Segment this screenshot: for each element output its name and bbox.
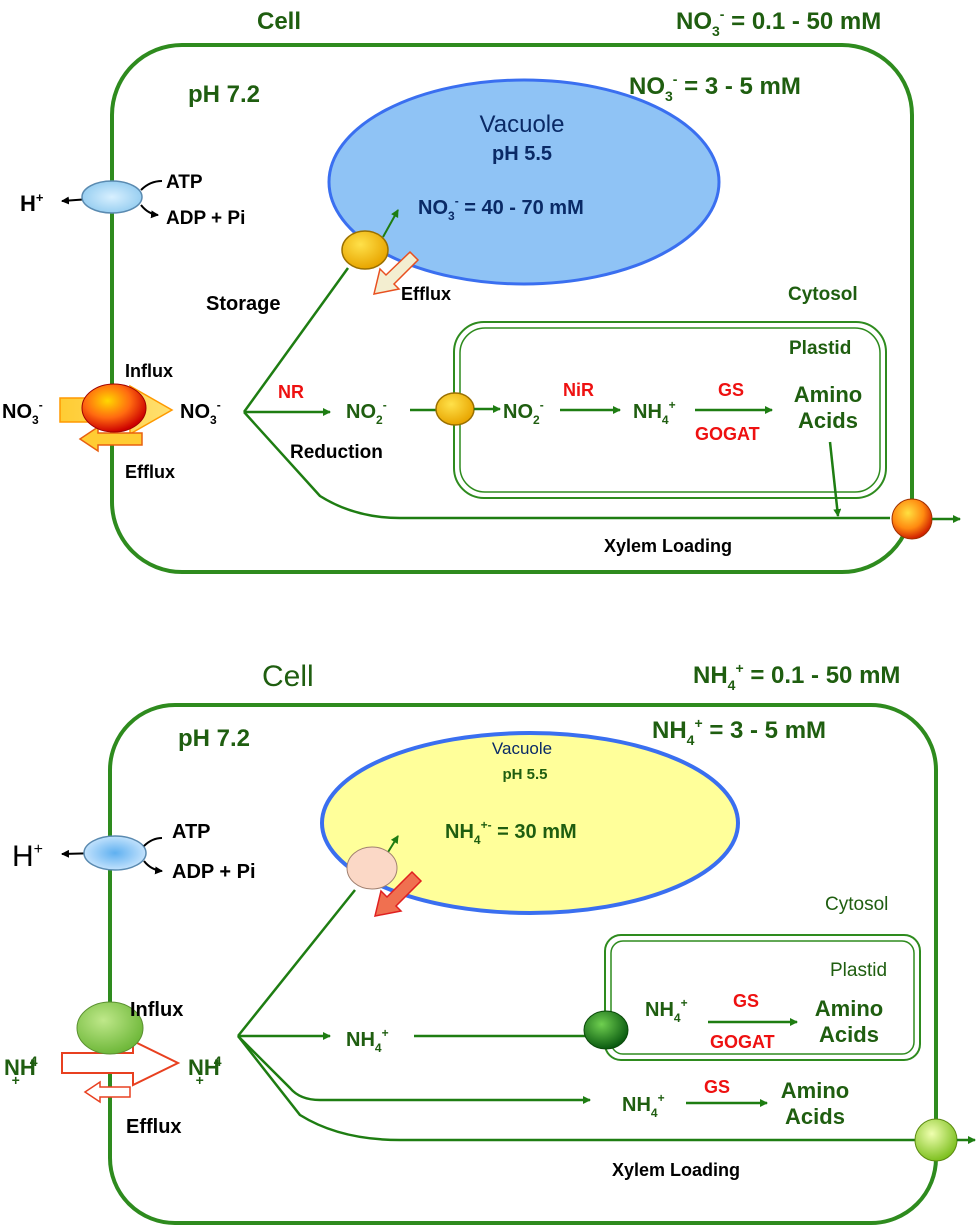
top-h-plus: H+ <box>20 190 44 216</box>
bottom-h-plus: H+ <box>12 840 43 873</box>
bottom-efflux-label: Efflux <box>126 1116 182 1138</box>
bottom-tonoplast-transporter <box>346 846 398 890</box>
top-gs-enzyme: GS <box>718 380 744 400</box>
top-vacuole-label: Vacuole <box>480 111 565 138</box>
bottom-ammonium-cytosol-assim: NH4+ <box>622 1091 665 1120</box>
bottom-cytosol-concentration: NH4+ = 3 - 5 mM <box>652 715 826 748</box>
bottom-gs-cytosol-enzyme: GS <box>704 1077 730 1097</box>
bottom-amino-acids-plastid-line2: Acids <box>819 1022 879 1047</box>
top-vacuole-efflux-label: Efflux <box>401 284 451 304</box>
bottom-gogat-plastid-enzyme: GOGAT <box>710 1032 775 1052</box>
top-storage-label: Storage <box>206 293 280 315</box>
top-gogat-enzyme: GOGAT <box>695 424 760 444</box>
bottom-outside-concentration: NH4+ = 0.1 - 50 mM <box>693 660 900 693</box>
bottom-adp-label: ADP + Pi <box>172 861 256 883</box>
top-nitrite-plastid: NO2- <box>503 398 544 427</box>
top-adp-label: ADP + Pi <box>166 208 245 229</box>
top-plastid-nitrite-transporter <box>435 392 475 426</box>
top-ph-label: pH 7.2 <box>188 81 260 108</box>
top-vacuole-concentration: NO3- = 40 - 70 mM <box>418 194 584 223</box>
bottom-vacuole-label: Vacuole <box>492 739 552 758</box>
top-plastid-label: Plastid <box>789 338 851 359</box>
top-cytosol-label: Cytosol <box>788 284 858 305</box>
top-nitrate-transporter <box>81 383 147 433</box>
top-xylem-transporter <box>891 498 933 540</box>
bottom-gs-plastid-enzyme: GS <box>733 991 759 1011</box>
top-panel: Cell NO3- = 0.1 - 50 mM pH 7.2 NO3- = 3 … <box>2 6 961 574</box>
bottom-influx-label: Influx <box>130 999 183 1021</box>
top-ammonium-plastid: NH4+ <box>633 398 676 427</box>
top-nr-enzyme: NR <box>278 382 304 402</box>
top-nitrate-outside: NO3- <box>2 398 43 427</box>
bottom-plastid-label: Plastid <box>830 960 887 981</box>
bottom-ammonium-outside: NH4+ <box>4 1053 38 1088</box>
top-nitrite-cytosol: NO2- <box>346 398 387 427</box>
top-nir-enzyme: NiR <box>563 380 594 400</box>
bottom-plastid <box>604 934 921 1061</box>
bottom-proton-pump <box>83 835 147 871</box>
bottom-ph-label: pH 7.2 <box>178 725 250 752</box>
bottom-efflux-arrow <box>83 1080 131 1104</box>
top-efflux-label: Efflux <box>125 462 175 482</box>
bottom-ammonium-plastid: NH4+ <box>645 996 688 1025</box>
top-tonoplast-transporter <box>341 230 389 270</box>
bottom-vacuole-efflux-arrow <box>373 870 423 917</box>
top-atp-label: ATP <box>166 172 203 193</box>
bottom-cell-membrane <box>108 703 938 1225</box>
bottom-xylem-transporter <box>914 1118 958 1162</box>
bottom-vacuole <box>320 731 740 915</box>
bottom-amino-acids-cytosol-line2: Acids <box>785 1104 845 1129</box>
bottom-atp-label: ATP <box>172 821 211 843</box>
top-vacuole-ph: pH 5.5 <box>492 143 552 165</box>
bottom-vacuole-ph: pH 5.5 <box>502 766 547 783</box>
top-vacuole-efflux-arrow <box>372 250 420 295</box>
top-reduction-label: Reduction <box>290 442 383 463</box>
top-nitrate-inside: NO3- <box>180 398 221 427</box>
bottom-plastid-ammonium-transporter <box>583 1010 629 1050</box>
bottom-vacuole-concentration: NH4+- = 30 mM <box>445 818 577 847</box>
bottom-amino-acids-plastid-line1: Amino <box>815 996 883 1021</box>
top-influx-label: Influx <box>125 361 173 381</box>
top-vacuole <box>327 78 721 286</box>
bottom-ammonium-cytosol: NH4+ <box>346 1026 389 1055</box>
bottom-xylem-loading-label: Xylem Loading <box>612 1160 740 1180</box>
top-cell-title: Cell <box>257 8 301 35</box>
top-efflux-arrow <box>78 425 143 453</box>
bottom-influx-arrow <box>61 1039 181 1087</box>
top-proton-pump <box>81 180 143 214</box>
bottom-panel: Cell NH4+ = 0.1 - 50 mM pH 7.2 NH4+ = 3 … <box>4 660 976 1225</box>
bottom-ammonium-inside: NH4+ <box>188 1053 222 1088</box>
top-amino-acids-line2: Acids <box>798 408 858 433</box>
bottom-amino-acids-cytosol-line1: Amino <box>781 1078 849 1103</box>
bottom-ammonium-transporter <box>76 1001 144 1055</box>
bottom-cytosol-label: Cytosol <box>825 894 888 915</box>
top-cytosol-concentration: NO3- = 3 - 5 mM <box>629 71 801 104</box>
top-cell-membrane <box>110 43 914 574</box>
top-xylem-loading-label: Xylem Loading <box>604 536 732 556</box>
bottom-cell-title: Cell <box>262 660 314 693</box>
top-amino-acids-line1: Amino <box>794 382 862 407</box>
top-outside-concentration: NO3- = 0.1 - 50 mM <box>676 6 881 39</box>
